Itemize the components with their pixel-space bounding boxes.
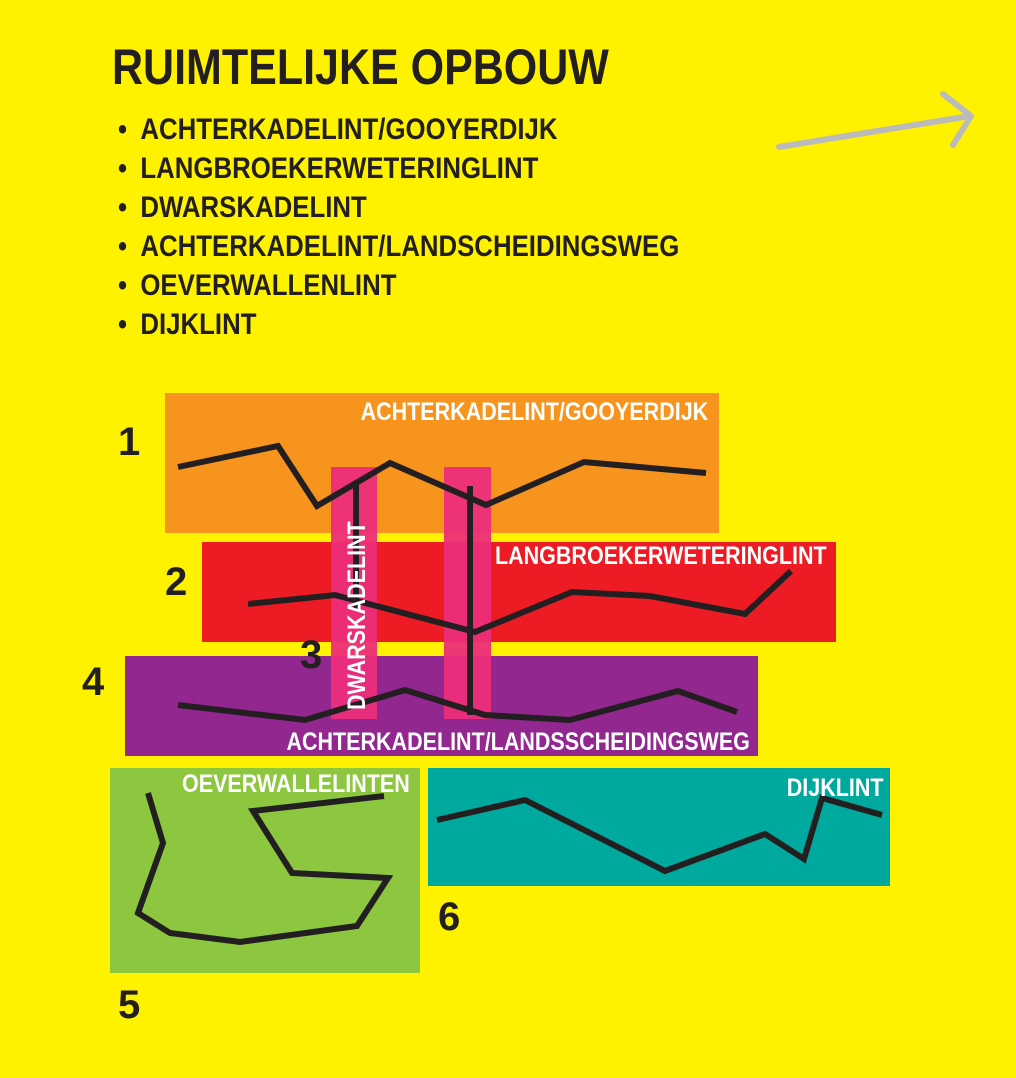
legend-list: •ACHTERKADELINT/GOOYERDIJK •LANGBROEKERW… — [118, 110, 679, 344]
band-number-3: 3 — [300, 633, 323, 677]
band-number-6: 6 — [438, 895, 461, 939]
band-achterkadelint-landsscheidingsweg — [125, 656, 758, 756]
list-item: •ACHTERKADELINT/GOOYERDIJK — [118, 113, 558, 146]
line-landsscheiding — [177, 686, 739, 724]
band-langbroekerweteringlint — [202, 542, 836, 642]
list-item: •DWARSKADELINT — [118, 191, 367, 224]
page-title: RUIMTELIJKE OPBOUW — [112, 39, 609, 95]
band-number-2: 2 — [165, 560, 188, 604]
list-item: •ACHTERKADELINT/LANDSCHEIDINGSWEG — [118, 230, 680, 263]
list-item: •DIJKLINT — [118, 308, 257, 341]
line-langbroek — [247, 568, 794, 636]
band-label-oeverwal: OEVERWALLELINTEN — [182, 770, 410, 798]
band-number-4: 4 — [82, 660, 105, 704]
band-label-langbroek: LANGBROEKERWETERINGLINT — [495, 542, 827, 570]
band-label-dwarskadelint: DWARSKADELINT — [343, 521, 371, 710]
band-number-5: 5 — [118, 983, 141, 1027]
band-number-1: 1 — [118, 420, 141, 464]
list-item: •OEVERWALLENLINT — [118, 269, 397, 302]
list-item: •LANGBROEKERWETERINGLINT — [118, 152, 539, 185]
line-dijk — [436, 794, 883, 875]
line-gooyerdijk — [177, 442, 707, 511]
band-label-dijklint: DIJKLINT — [786, 774, 883, 802]
line-oeverwal-outer — [134, 792, 394, 946]
band-label-gooyerdijk: ACHTERKADELINT/GOOYERDIJK — [360, 398, 708, 426]
band-label-landsscheiding: ACHTERKADELINT/LANDSSCHEIDINGSWEG — [286, 728, 750, 756]
arrow-right-icon[interactable] — [775, 88, 980, 158]
